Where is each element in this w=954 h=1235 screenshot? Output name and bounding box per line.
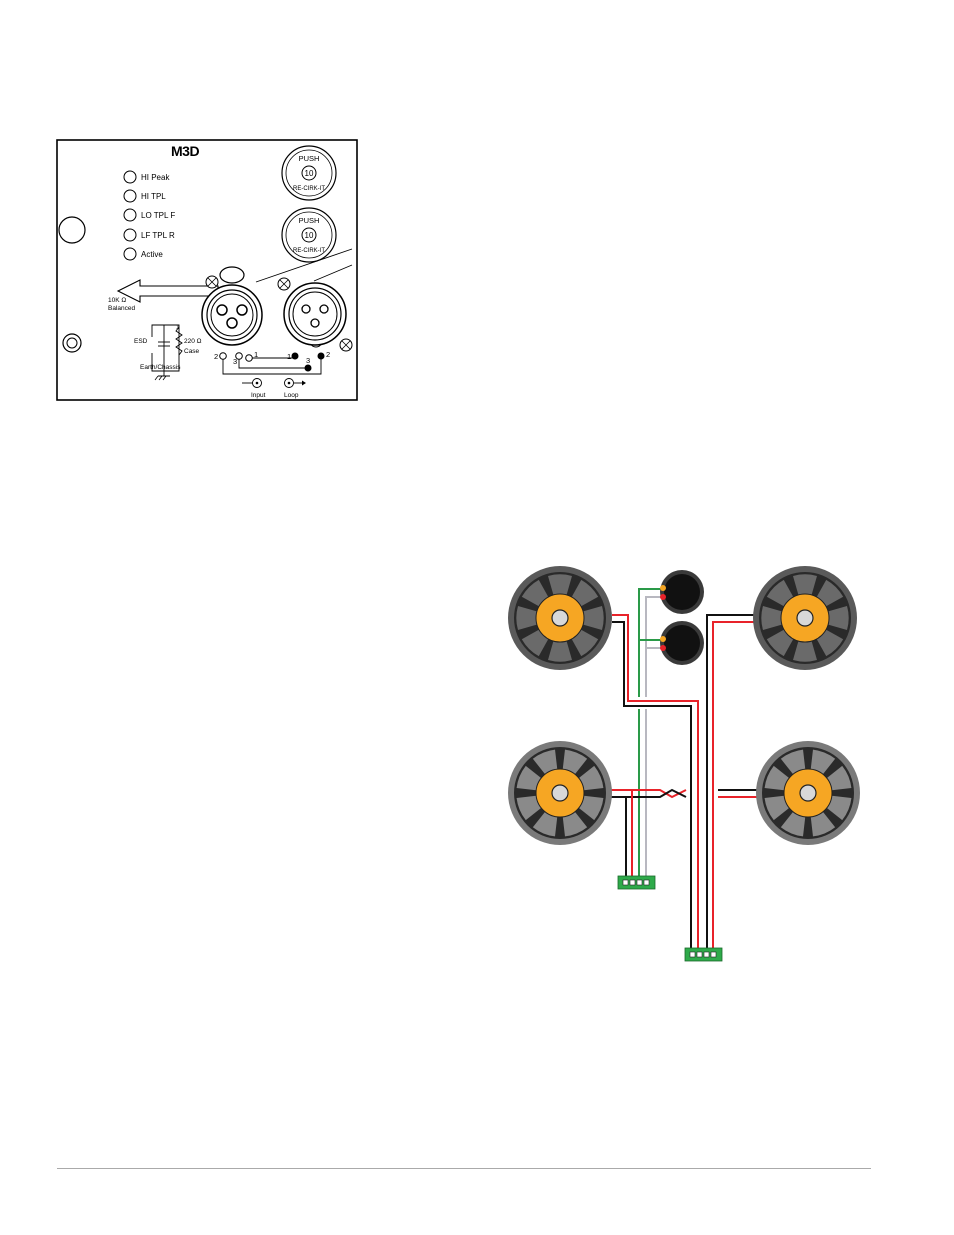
woofer-bottom-right [756, 741, 860, 845]
resistor-value-label: 220 Ω [184, 338, 202, 345]
led-label: HI TPL [141, 192, 166, 201]
case-label: Case [184, 348, 200, 355]
impedance-type-label: Balanced [108, 305, 135, 312]
breaker-push-label: PUSH [299, 216, 320, 225]
led-lf-tpl-r: LF TPL R [124, 229, 175, 241]
mounting-hole-icon [63, 334, 81, 352]
led-active: Active [124, 248, 163, 260]
loop-label: Loop [284, 392, 299, 399]
pin-label: 3 [306, 356, 310, 365]
led-lo-tpl-f: LO TPL F [124, 209, 175, 221]
tweeter-bottom [660, 621, 704, 665]
wire-black [707, 615, 756, 950]
driver-wiring-diagram [500, 560, 870, 980]
led-hi-tpl: HI TPL [124, 190, 166, 202]
impedance-label: 10K Ω [108, 297, 126, 304]
esd-label: ESD [134, 338, 148, 345]
breaker-brand-label: RE-CIRK-IT [293, 248, 325, 254]
woofer-top-left [508, 566, 612, 670]
wire-red [713, 622, 756, 950]
led-label: Active [141, 250, 163, 259]
led-label: LF TPL R [141, 231, 175, 240]
pin-label: 2 [326, 350, 330, 359]
led-label: HI Peak [141, 173, 170, 182]
led-label: LO TPL F [141, 211, 175, 220]
breaker-amps-label: 10 [305, 169, 314, 178]
wire-green [639, 589, 661, 697]
pin-label: 3 [233, 357, 237, 366]
woofer-bottom-left [508, 741, 612, 845]
wire-black [612, 622, 691, 950]
rear-panel-diagram: M3D HI Peak HI TPL LO TPL F LF TPL R Act… [56, 139, 358, 401]
pin-label: 1 [287, 352, 291, 361]
led-hi-peak: HI Peak [124, 171, 170, 183]
mounting-hole-icon [59, 217, 85, 243]
input-label: Input [251, 392, 266, 399]
circuit-breaker-bottom[interactable]: PUSH 10 RE-CIRK-IT [282, 208, 336, 262]
terminal-block-lower [685, 948, 722, 961]
model-label: M3D [171, 143, 199, 159]
footer-divider [57, 1168, 871, 1169]
ground-pin-label: 1 [176, 324, 180, 331]
circuit-breaker-top[interactable]: PUSH 10 RE-CIRK-IT [282, 146, 336, 200]
terminal-block-upper [618, 876, 655, 889]
breaker-push-label: PUSH [299, 154, 320, 163]
pin-label: 1 [254, 350, 258, 359]
tweeter-top [660, 570, 704, 614]
breaker-brand-label: RE-CIRK-IT [293, 186, 325, 192]
pin-label: 2 [214, 352, 218, 361]
earth-chassis-label: Earth/Chassis [140, 364, 181, 371]
woofer-top-right [753, 566, 857, 670]
breaker-amps-label: 10 [305, 231, 314, 240]
